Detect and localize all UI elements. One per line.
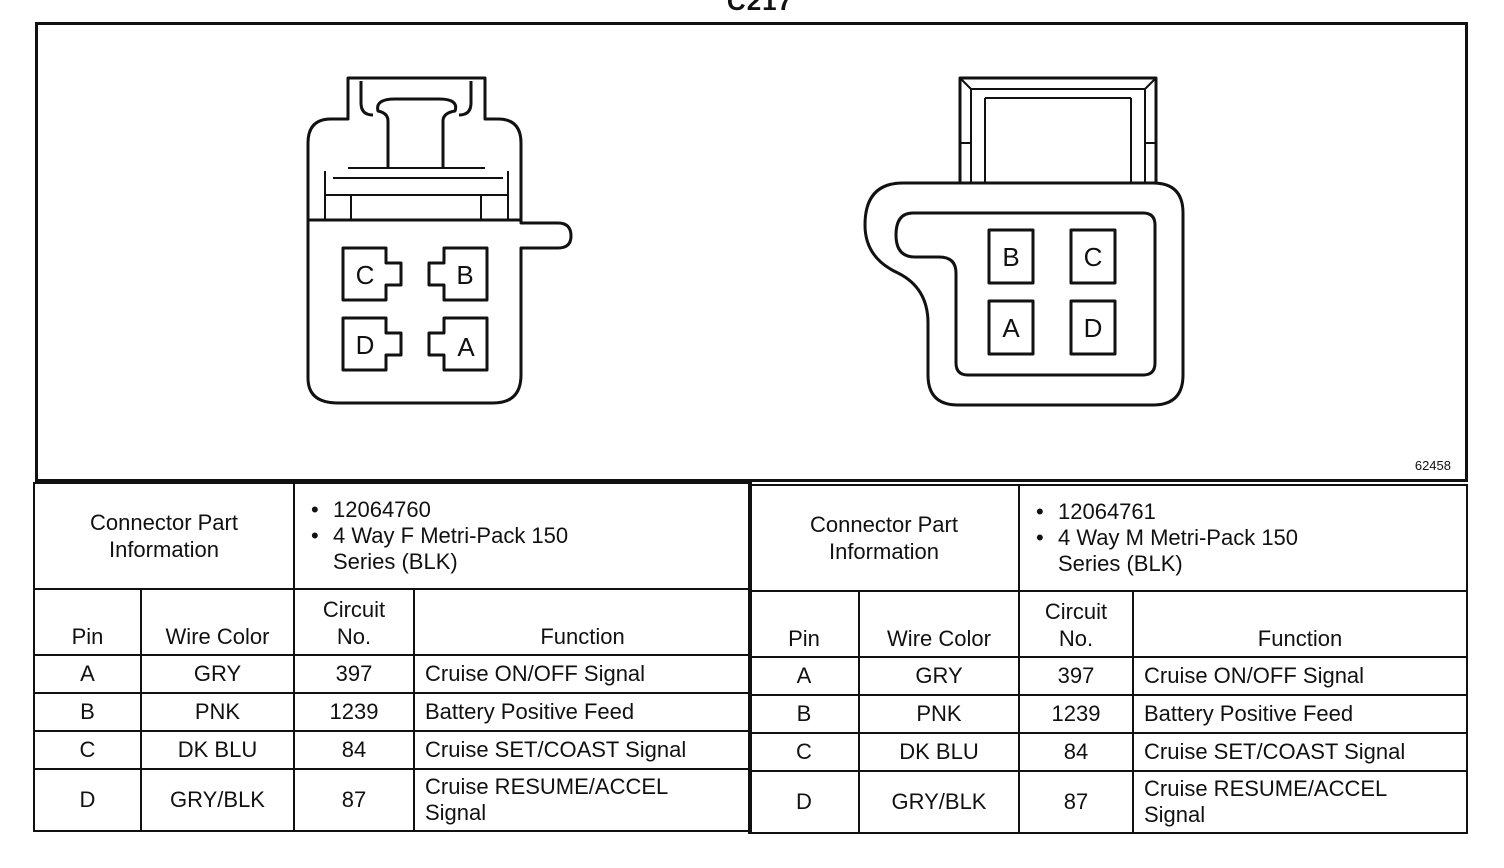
connector-title: C217 <box>726 0 794 16</box>
female-pin-d-cavity <box>341 316 403 372</box>
male-pin-d-label: D <box>1084 313 1103 343</box>
circuit-cell: 1239 <box>1018 694 1134 734</box>
wire-color-cell: GRY <box>858 656 1020 696</box>
table-row: A GRY 397 Cruise ON/OFF Signal <box>748 656 1468 696</box>
function-cell: Cruise SET/COAST Signal <box>1132 732 1468 772</box>
header-wire-color: Wire Color <box>858 590 1020 658</box>
header-pin: Pin <box>748 590 860 658</box>
wire-color-cell: PNK <box>858 694 1020 734</box>
male-pin-d-cavity <box>1069 299 1117 356</box>
male-pin-b-cavity <box>987 228 1035 285</box>
wire-color-cell: DK BLU <box>858 732 1020 772</box>
female-connector-body <box>306 76 573 405</box>
table-row: A GRY 397 Cruise ON/OFF Signal <box>33 654 753 694</box>
female-pin-c-label: C <box>356 260 375 290</box>
circuit-cell: 397 <box>1018 656 1134 696</box>
connector-face-views: C B D A B C A D <box>306 76 1185 407</box>
pin-cell: B <box>748 694 860 734</box>
part-number: 12064761 <box>1036 499 1456 525</box>
male-pin-b-label: B <box>1002 242 1019 272</box>
wire-color-cell: GRY/BLK <box>858 770 1020 834</box>
function-cell: Cruise ON/OFF Signal <box>412 654 753 694</box>
table-row: B PNK 1239 Battery Positive Feed <box>33 692 753 732</box>
header-function: Function <box>412 588 753 656</box>
table-row: B PNK 1239 Battery Positive Feed <box>748 694 1468 734</box>
male-pin-c-label: C <box>1084 242 1103 272</box>
female-pin-a-cavity <box>427 316 489 372</box>
wire-color-cell: DK BLU <box>140 730 295 770</box>
pin-cell: D <box>33 768 142 832</box>
header-wire-color: Wire Color <box>140 588 295 656</box>
header-function: Function <box>1132 590 1468 658</box>
female-pin-c-cavity <box>341 246 403 302</box>
pin-cell: C <box>33 730 142 770</box>
female-pin-b-label: B <box>456 260 473 290</box>
male-pin-a-cavity <box>987 299 1035 356</box>
pin-cell: A <box>748 656 860 696</box>
pin-cell: C <box>748 732 860 772</box>
pin-cell: D <box>748 770 860 834</box>
circuit-cell: 84 <box>1018 732 1134 772</box>
header-pin: Pin <box>33 588 142 656</box>
circuit-cell: 87 <box>1018 770 1134 834</box>
male-pin-a-label: A <box>1002 313 1020 343</box>
function-cell: Battery Positive Feed <box>1132 694 1468 734</box>
pin-cell: A <box>33 654 142 694</box>
male-connector-body <box>863 76 1185 407</box>
female-pin-d-label: D <box>356 330 375 360</box>
part-number: 12064760 <box>311 497 740 523</box>
female-pin-b-cavity <box>427 246 489 302</box>
table-row: C DK BLU 84 Cruise SET/COAST Signal <box>748 732 1468 772</box>
circuit-cell: 84 <box>293 730 415 770</box>
function-cell: Cruise ON/OFF Signal <box>1132 656 1468 696</box>
function-cell: Cruise SET/COAST Signal <box>412 730 753 770</box>
circuit-cell: 397 <box>293 654 415 694</box>
table-row: C DK BLU 84 Cruise SET/COAST Signal <box>33 730 753 770</box>
wire-color-cell: GRY <box>140 654 295 694</box>
connector-diagram-frame: C B D A B C A D 62458 <box>35 22 1468 482</box>
female-pin-a-label: A <box>457 332 475 362</box>
wire-color-cell: PNK <box>140 692 295 732</box>
function-cell: Battery Positive Feed <box>412 692 753 732</box>
male-pin-c-cavity <box>1069 228 1117 285</box>
wire-color-cell: GRY/BLK <box>140 768 295 832</box>
circuit-cell: 87 <box>293 768 415 832</box>
figure-id: 62458 <box>1414 458 1451 473</box>
circuit-cell: 1239 <box>293 692 415 732</box>
pin-cell: B <box>33 692 142 732</box>
